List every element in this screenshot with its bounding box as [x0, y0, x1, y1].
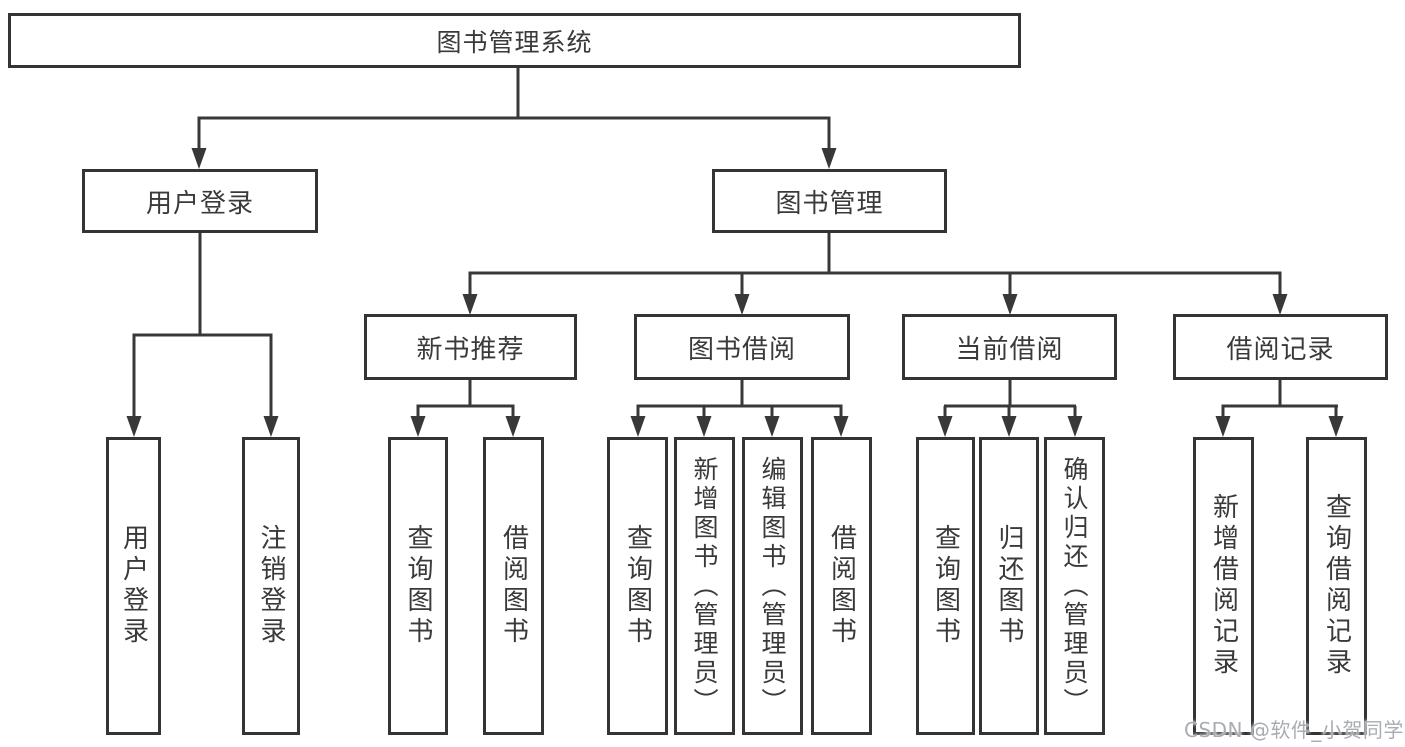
node-leaf-user-login-label: 用户登录 [118, 524, 149, 648]
node-leaf-borrow-books-recommend-label: 借阅图书 [498, 524, 529, 648]
node-current-borrow: 当前借阅 [902, 314, 1117, 380]
connector-current-borrow-children [943, 380, 1077, 420]
connector-borrow-records-children [1221, 380, 1338, 420]
node-root-label: 图书管理系统 [436, 27, 593, 57]
connector-book-mgmt-sections [468, 232, 1282, 298]
node-borrow-records: 借阅记录 [1173, 314, 1388, 380]
node-current-borrow-label: 当前借阅 [955, 334, 1064, 365]
node-book-borrow: 图书借阅 [634, 314, 850, 380]
node-leaf-edit-books-admin: 编辑图书（管理员） [742, 437, 803, 735]
node-root: 图书管理系统 [8, 13, 1021, 68]
node-new-book-recommend-label: 新书推荐 [416, 334, 525, 365]
node-leaf-user-login: 用户登录 [106, 437, 161, 735]
node-leaf-logout: 注销登录 [242, 437, 300, 735]
node-leaf-add-borrow-record: 新增借阅记录 [1193, 437, 1254, 735]
node-book-management-label: 图书管理 [775, 188, 884, 219]
arrowheads [126, 148, 1344, 437]
node-leaf-query-books-recommend-label: 查询图书 [403, 524, 433, 648]
node-borrow-records-label: 借阅记录 [1226, 334, 1335, 365]
node-leaf-query-books-borrow: 查询图书 [607, 437, 668, 735]
connector-book-borrow-children [636, 380, 843, 420]
node-leaf-query-borrow-record-label: 查询借阅记录 [1321, 493, 1352, 679]
node-leaf-query-books-recommend: 查询图书 [388, 437, 448, 735]
node-leaf-return-books-label: 归还图书 [994, 524, 1024, 648]
node-book-management: 图书管理 [712, 169, 947, 233]
node-book-borrow-label: 图书借阅 [687, 334, 796, 365]
node-leaf-borrow-books-label: 借阅图书 [826, 524, 857, 648]
node-new-book-recommend: 新书推荐 [364, 314, 577, 380]
node-leaf-add-books-admin: 新增图书（管理员） [674, 437, 735, 735]
node-leaf-logout-label: 注销登录 [256, 524, 286, 648]
node-leaf-edit-books-admin-label: 编辑图书（管理员） [758, 455, 787, 717]
node-leaf-query-books-current-label: 查询图书 [930, 524, 961, 648]
connector-root-to-level2 [197, 68, 831, 152]
node-leaf-query-borrow-record: 查询借阅记录 [1306, 437, 1367, 735]
node-leaf-add-borrow-record-label: 新增借阅记录 [1208, 493, 1239, 679]
node-user-login-label: 用户登录 [145, 188, 254, 219]
node-leaf-confirm-return-admin: 确认归还（管理员） [1044, 437, 1105, 735]
node-leaf-borrow-books: 借阅图书 [811, 437, 872, 735]
node-leaf-borrow-books-recommend: 借阅图书 [483, 437, 544, 735]
node-leaf-add-books-admin-label: 新增图书（管理员） [690, 455, 719, 717]
csdn-watermark: CSDN @软件_小贺同学 [1184, 718, 1404, 742]
node-leaf-query-books-current: 查询图书 [916, 437, 975, 735]
connector-new-book-children [416, 380, 515, 420]
node-leaf-query-books-borrow-label: 查询图书 [622, 524, 653, 648]
connector-user-login-children [132, 232, 273, 420]
node-leaf-return-books: 归还图书 [979, 437, 1039, 735]
node-leaf-confirm-return-admin-label: 确认归还（管理员） [1060, 455, 1089, 717]
node-user-login: 用户登录 [82, 169, 318, 233]
